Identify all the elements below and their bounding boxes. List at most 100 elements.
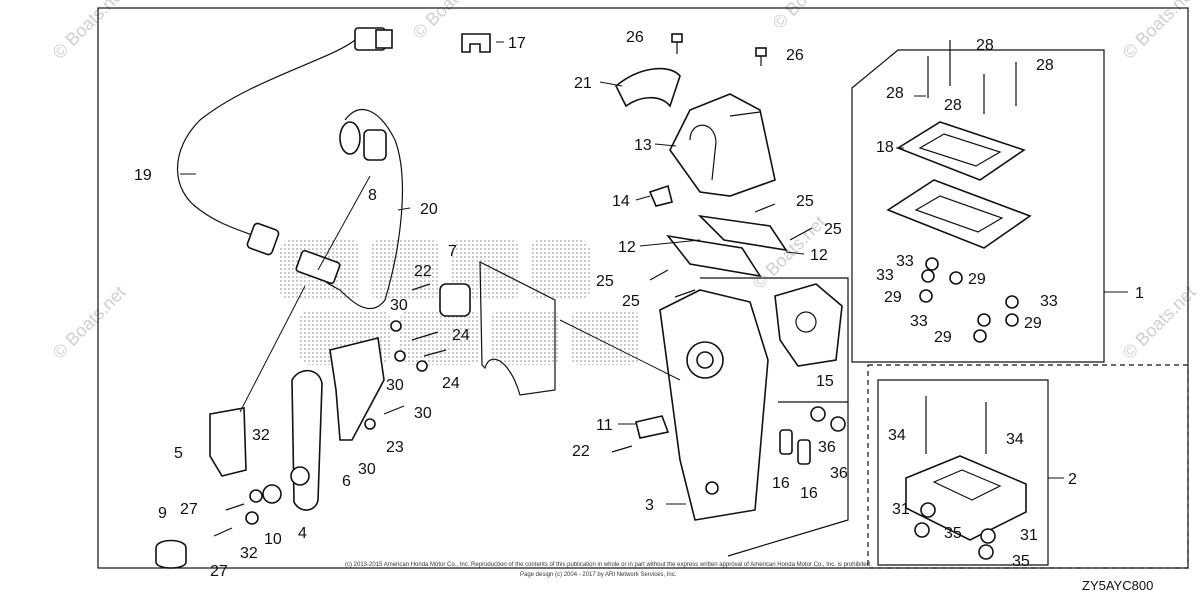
callout-22-upper: 22 (414, 263, 432, 280)
callout-6: 6 (342, 473, 351, 490)
callout-33-d: 33 (910, 313, 928, 330)
callout-33-b: 33 (876, 267, 894, 284)
leader-lines (180, 41, 926, 505)
nut-35-left (914, 522, 930, 538)
screw-26-right (755, 47, 767, 66)
nut-29-c (1005, 313, 1019, 327)
clip-11 (635, 415, 670, 439)
callout-11: 11 (596, 417, 613, 434)
nut-35-right (978, 544, 994, 560)
callout-2: 2 (1068, 471, 1077, 488)
callout-29-c: 29 (1024, 315, 1042, 332)
group-2-dashed-frame (867, 364, 1189, 569)
callout-29-a: 29 (968, 271, 986, 288)
nut-36-lower (830, 416, 846, 432)
diagram-code: ZY5AYC800 (1082, 578, 1153, 593)
callout-28-d: 28 (1036, 57, 1054, 74)
dotted-logo-watermark (280, 240, 640, 365)
washer-31-right (980, 528, 996, 544)
nut-30-d (364, 418, 376, 430)
callout-29-d: 29 (934, 329, 952, 346)
callout-36-lower: 36 (830, 465, 848, 482)
screw-22-lower (611, 445, 633, 453)
callout-24-lower: 24 (442, 375, 460, 392)
callout-24-upper: 24 (452, 327, 470, 344)
callout-30-d: 30 (358, 461, 376, 478)
cover-13 (669, 93, 776, 197)
nut-29-a (949, 271, 963, 285)
bolt-24-upper (411, 331, 439, 341)
gasket-lower (886, 179, 1032, 249)
bolt-25-c (649, 269, 669, 281)
copyright-text: (c) 2013-2015 American Honda Motor Co., … (345, 562, 872, 568)
grommet-9 (155, 539, 187, 569)
callout-34-left: 34 (888, 427, 906, 444)
nut-30-c (416, 360, 428, 372)
callout-33-a: 33 (896, 253, 914, 270)
washer-10 (262, 484, 282, 504)
washer-33-c (1005, 295, 1019, 309)
callout-7: 7 (448, 243, 457, 260)
callout-13: 13 (634, 137, 652, 154)
watermark: © Boats.net (49, 282, 130, 363)
plate-15 (774, 283, 843, 367)
callout-5: 5 (174, 445, 183, 462)
nut-36-upper (810, 406, 826, 422)
callout-28-c: 28 (944, 97, 962, 114)
callout-30-c: 30 (414, 405, 432, 422)
harness-19 (177, 27, 393, 256)
watermark: © Boats.net (769, 0, 850, 33)
cover-strip-21 (615, 67, 681, 108)
harness-20 (295, 109, 403, 310)
clip-14 (648, 184, 673, 207)
callout-29-b: 29 (884, 289, 902, 306)
washer-33-b (921, 269, 935, 283)
callout-28-a: 28 (886, 85, 904, 102)
callout-26-left: 26 (626, 29, 644, 46)
callout-12-right: 12 (810, 247, 828, 264)
group-1-frame (851, 49, 1128, 363)
clip-17 (461, 33, 491, 53)
bolt-25-d (674, 289, 696, 298)
spacer-block (905, 455, 1027, 541)
callout-31-left: 31 (892, 501, 910, 518)
callout-12-left: 12 (618, 239, 636, 256)
bolt-25-b (789, 227, 813, 241)
assembly-3-outline (700, 277, 849, 557)
callout-10: 10 (264, 531, 282, 548)
callout-27-upper: 27 (180, 501, 198, 518)
copyright-text-secondary: Page design (c) 2004 - 2017 by ARI Netwo… (520, 572, 677, 578)
copyright-footer: (c) 2013-2015 American Honda Motor Co., … (345, 562, 872, 578)
washer-32-lower (245, 511, 259, 525)
watermark: © Boats.net (49, 0, 130, 63)
washer-31-left (920, 502, 936, 518)
callout-20: 20 (420, 201, 438, 218)
callout-23: 23 (386, 439, 404, 456)
diagram-frame (97, 7, 1189, 569)
callout-35-right: 35 (1012, 553, 1030, 570)
callout-25-a: 25 (796, 193, 814, 210)
handle-cover-5 (209, 407, 247, 477)
washer-32-upper (249, 489, 263, 503)
gasket-plate (479, 261, 556, 396)
callout-16-left: 16 (772, 475, 790, 492)
control-housing-3 (659, 289, 769, 521)
nut-29-d (973, 329, 987, 343)
callout-27-lower: 27 (210, 563, 228, 580)
callout-33-c: 33 (1040, 293, 1058, 310)
callout-labels: 1 2 3 4 5 6 7 8 9 10 11 12 12 13 14 15 1… (134, 29, 1144, 580)
callout-4: 4 (298, 525, 307, 542)
nut-29-b (919, 289, 933, 303)
group-2-frame (877, 379, 1064, 566)
bracket-6 (329, 337, 385, 441)
callout-25-d: 25 (622, 293, 640, 310)
callout-28-b: 28 (976, 37, 994, 54)
clip-16-right (797, 439, 811, 465)
callout-25-b: 25 (824, 221, 842, 238)
washer-33-a (925, 257, 939, 271)
lever-arm-4 (290, 369, 323, 511)
callout-32-lower: 32 (240, 545, 258, 562)
nut-30-b (394, 350, 406, 362)
callout-26-right: 26 (786, 47, 804, 64)
